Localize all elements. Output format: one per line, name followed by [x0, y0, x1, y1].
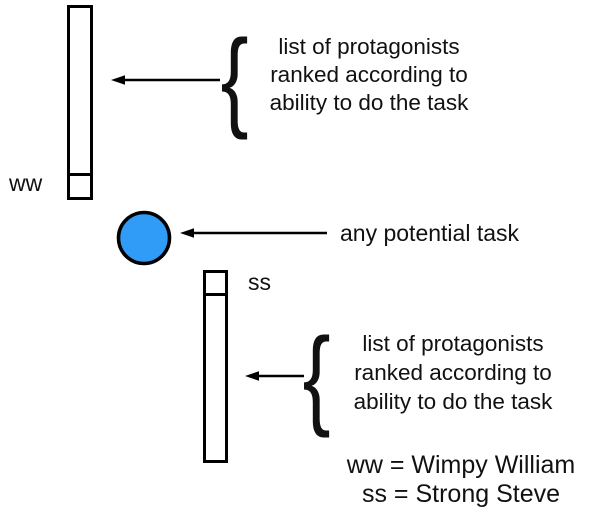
top-annotation-line2: ranked according to — [270, 62, 468, 87]
arrow-to-strong-list-icon — [245, 371, 304, 381]
wimpy-list-bar — [67, 5, 93, 200]
legend: ww = Wimpy William ss = Strong Steve — [326, 451, 596, 509]
ss-label: ss — [248, 269, 271, 295]
ww-label: ww — [9, 170, 43, 196]
top-annotation-line1: list of protagonists — [278, 34, 460, 59]
task-circle — [116, 210, 172, 266]
wimpy-list-divider — [70, 173, 90, 176]
bottom-annotation-line3: ability to do the task — [353, 389, 553, 414]
arrow-to-task-icon — [180, 228, 327, 238]
legend-ww: ww = Wimpy William — [346, 451, 576, 479]
bottom-annotation-line2: ranked according to — [354, 360, 552, 385]
top-annotation-line3: ability to do the task — [269, 90, 469, 115]
top-annotation: list of protagonists ranked according to… — [250, 33, 488, 117]
legend-ss: ss = Strong Steve — [361, 480, 561, 508]
strong-list-bar — [203, 270, 228, 463]
bottom-annotation-line1: list of protagonists — [362, 331, 544, 356]
task-annotation: any potential task — [340, 220, 520, 246]
arrow-to-wimpy-list-icon — [111, 75, 220, 85]
bottom-annotation: list of protagonists ranked according to… — [334, 329, 572, 416]
strong-list-divider — [206, 293, 225, 296]
